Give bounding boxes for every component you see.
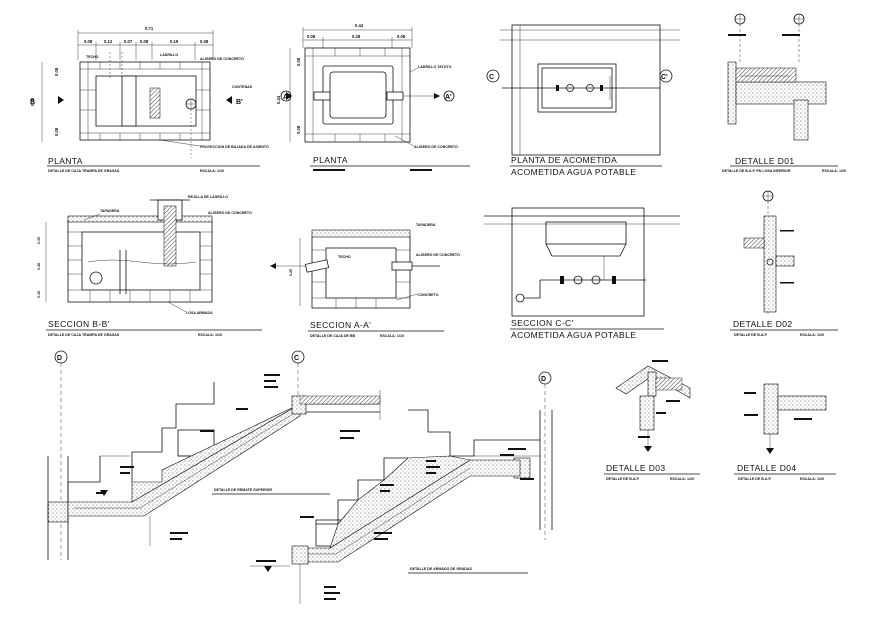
dim-2: 0.12 bbox=[104, 39, 113, 44]
panel-title: DETALLE D03 bbox=[606, 463, 666, 473]
panel-subtitle: DETALLE DE B.A.P. bbox=[606, 477, 639, 481]
panel-title: PLANTA DE ACOMETIDA bbox=[511, 155, 617, 165]
dim-total: 0.44 bbox=[355, 23, 364, 28]
section-mark-a-prime: A' bbox=[445, 94, 452, 101]
panel-planta-caja: 0.44 0.08 0.28 0.08 0.08 0.44 0.08 A A' … bbox=[276, 23, 470, 171]
grid-marker-c: C bbox=[294, 355, 299, 362]
panel-scale: ESCALA: 1/10 bbox=[198, 333, 222, 337]
panel-seccion-aa: 0.25 TECHO TAPADERA ALIGERO DE CONCRETO … bbox=[270, 223, 460, 338]
panel-title: DETALLE D01 bbox=[735, 156, 795, 166]
dim-c: 0.08 bbox=[397, 34, 406, 39]
dim-6: 0.08 bbox=[200, 39, 209, 44]
stair-title: DETALLE DE ARMADO DE GRADAS bbox=[410, 567, 472, 571]
dim-side-b: 0.44 bbox=[276, 95, 281, 104]
dim-total-width: 0.71 bbox=[145, 26, 154, 31]
panel-title: PLANTA bbox=[48, 156, 83, 166]
section-mark-c-prime: C' bbox=[661, 74, 668, 81]
section-mark-a: A bbox=[283, 94, 288, 101]
label-losa: LOSA ARMADA bbox=[186, 311, 213, 315]
dim-text: 0.38 bbox=[37, 263, 41, 270]
label-ladrillo: LADRILLO bbox=[160, 53, 178, 57]
section-mark-c: C bbox=[489, 74, 494, 81]
label-techo: TECHO bbox=[338, 255, 351, 259]
panel-planta-acometida: C C' PLANTA DE ACOMETIDA ACOMETIDA AGUA … bbox=[486, 24, 680, 177]
panel-subtitle: DETALLE DE CAJA DE BB bbox=[310, 334, 356, 338]
panel-subtitle: ACOMETIDA AGUA POTABLE bbox=[511, 330, 636, 340]
dim-side-c: 0.08 bbox=[54, 127, 59, 136]
grid-marker-d2: D bbox=[541, 376, 546, 383]
panel-subtitle: ACOMETIDA AGUA POTABLE bbox=[511, 167, 636, 177]
stair-armado-gradas: D DETALLE DE ARMADO DE GRADAS bbox=[250, 371, 553, 604]
dim-side-c: 0.08 bbox=[296, 125, 301, 134]
dim-1: 0.08 bbox=[84, 39, 93, 44]
label-ladrillo: LADRILLO TAYOTO bbox=[418, 65, 452, 69]
panel-subtitle: DETALLE DE B.A.P. bbox=[734, 333, 767, 337]
panel-title: SECCION B-B' bbox=[48, 319, 110, 329]
label-aligero: ALIGERO DE CONCRETO bbox=[208, 211, 252, 215]
label-contenas: CONTENAS bbox=[232, 85, 253, 89]
panel-scale: ESCALA: 1/20 bbox=[670, 477, 694, 481]
dim-side-b: 0.08 bbox=[54, 67, 59, 76]
section-mark-b: B bbox=[30, 99, 35, 106]
panel-title: SECCION C-C' bbox=[511, 318, 574, 328]
panel-subtitle: DETALLE DE CAJA TRAMPA DE GRASAS bbox=[48, 169, 120, 173]
label-aligero: ALIGERO DE CONCRETO bbox=[200, 57, 244, 61]
panel-scale: ESCALA: 1/20 bbox=[822, 169, 846, 173]
panel-title: DETALLE D04 bbox=[737, 463, 797, 473]
dim-b: 0.28 bbox=[352, 34, 361, 39]
panel-title: PLANTA bbox=[313, 155, 348, 165]
panel-subtitle: DETALLE DE CAJA TRAMPA DE GRASAS bbox=[48, 333, 120, 337]
dim-text: 0.15 bbox=[37, 291, 41, 298]
panel-detalle-d01: DETALLE D01 DETALLE DE B.A.P. EN LOSA IN… bbox=[722, 13, 846, 173]
label-proyeccion: PROYECCION DE BAJADA DE ASIENTO bbox=[200, 145, 269, 149]
panel-subtitle: DETALLE DE B.A.P. EN LOSA INFERIOR bbox=[722, 169, 791, 173]
dim-text: 0.15 bbox=[37, 237, 41, 244]
dim-3: 0.07 bbox=[124, 39, 133, 44]
label-aligero: ALIGERO DE CONCRETO bbox=[416, 253, 460, 257]
label-concreto: CONCRETO bbox=[418, 293, 439, 297]
panel-planta-trampa: 0.71 0.08 0.12 0.07 0.08 0.19 0.08 0.38 … bbox=[30, 26, 269, 173]
label-rejilla: REJILLA DE LADRILLO bbox=[188, 195, 228, 199]
panel-scale: ESCALA: 1/20 bbox=[800, 333, 824, 337]
dim-4: 0.08 bbox=[140, 39, 149, 44]
label-techo: TECHO bbox=[86, 55, 99, 59]
dim-side-a: 0.08 bbox=[296, 57, 301, 66]
panel-detalle-d03: DETALLE D03 DETALLE DE B.A.P. ESCALA: 1/… bbox=[604, 360, 700, 481]
dim-side-a: 0.38 bbox=[30, 97, 35, 106]
panel-subtitle: DETALLE DE B.A.P. bbox=[738, 477, 771, 481]
panel-seccion-cc: SECCION C-C' ACOMETIDA AGUA POTABLE bbox=[484, 207, 680, 340]
panel-seccion-bb: 0.15 0.38 0.15 TAPADERA REJILLA DE LADRI… bbox=[37, 195, 262, 337]
panel-title: SECCION A-A' bbox=[310, 320, 371, 330]
dim-text: 0.25 bbox=[289, 269, 293, 276]
panel-scale: ESCALA: 1/10 bbox=[200, 169, 224, 173]
label-aligero: ALIGERO DE CONCRETO bbox=[414, 145, 458, 149]
label-tapadera: TAPADERA bbox=[416, 223, 436, 227]
panel-scale: ESCALA: 1/20 bbox=[800, 477, 824, 481]
panel-title: DETALLE D02 bbox=[733, 319, 793, 329]
dim-a: 0.08 bbox=[307, 34, 316, 39]
panel-scale: ESCALA: 1/10 bbox=[380, 334, 404, 338]
stair-title: DETALLE DE REMATE SUPERIOR bbox=[214, 488, 272, 492]
label-tapadera: TAPADERA bbox=[100, 209, 120, 213]
dim-5: 0.19 bbox=[170, 39, 179, 44]
section-mark-b-prime: B' bbox=[236, 99, 243, 106]
panel-detalle-d04: DETALLE D04 DETALLE DE B.A.P. ESCALA: 1/… bbox=[734, 383, 836, 481]
grid-marker-d: D bbox=[57, 355, 62, 362]
stair-remate-superior: D C DETALLE DE REMATE SUPER bbox=[47, 350, 381, 560]
panel-detalle-d02: DETALLE D02 DETALLE DE B.A.P. ESCALA: 1/… bbox=[730, 190, 838, 337]
